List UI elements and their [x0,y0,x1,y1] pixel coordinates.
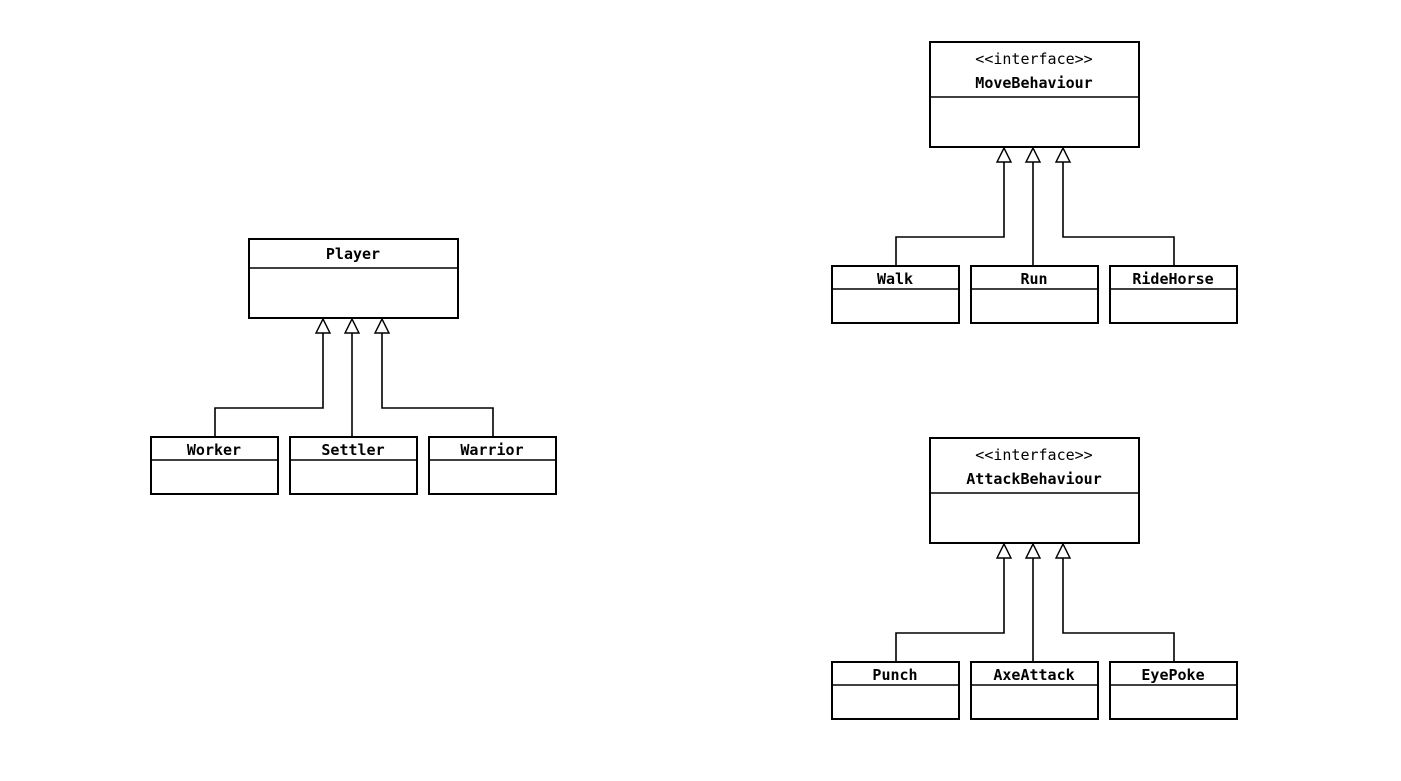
class-name-axe-attack: AxeAttack [993,666,1074,684]
class-worker[interactable]: Worker [150,436,279,495]
class-name-attack-behaviour: AttackBehaviour [966,470,1101,488]
class-axe-attack[interactable]: AxeAttack [970,661,1099,720]
inheritance-arrowhead-icon [1024,542,1042,559]
inheritance-arrowhead-icon [995,542,1013,559]
realization-eye-poke-attack-behaviour [1054,542,1175,662]
inheritance-warrior-player [373,317,494,437]
realization-run-move-behaviour [1024,146,1042,266]
class-name-move-behaviour: MoveBehaviour [975,74,1092,92]
class-name-ride-horse: RideHorse [1132,270,1213,288]
class-name-warrior: Warrior [460,441,523,459]
inheritance-arrowhead-icon [343,317,361,334]
class-name-player: Player [326,245,380,263]
class-ride-horse[interactable]: RideHorse [1109,265,1238,324]
inheritance-arrowhead-icon [1024,146,1042,163]
class-settler[interactable]: Settler [289,436,418,495]
class-walk[interactable]: Walk [831,265,960,324]
class-name-punch: Punch [872,666,917,684]
class-name-eye-poke: EyePoke [1141,666,1204,684]
inheritance-arrowhead-icon [995,146,1013,163]
realization-punch-attack-behaviour [895,542,1013,662]
class-run[interactable]: Run [970,265,1099,324]
class-punch[interactable]: Punch [831,661,960,720]
inheritance-arrowhead-icon [1054,542,1072,559]
realization-axe-attack-attack-behaviour [1024,542,1042,662]
class-name-worker: Worker [187,441,241,459]
class-eye-poke[interactable]: EyePoke [1109,661,1238,720]
inheritance-arrowhead-icon [373,317,391,334]
class-name-settler: Settler [321,441,384,459]
class-player[interactable]: Player [248,238,459,319]
inheritance-arrowhead-icon [1054,146,1072,163]
inheritance-arrowhead-icon [314,317,332,334]
interface-attack-behaviour[interactable]: <<interface>> AttackBehaviour [929,437,1140,544]
inheritance-settler-player [343,317,361,437]
realization-ride-horse-move-behaviour [1054,146,1175,266]
class-warrior[interactable]: Warrior [428,436,557,495]
class-name-run: Run [1020,270,1047,288]
class-name-walk: Walk [877,270,913,288]
stereotype-label: <<interface>> [975,446,1092,464]
inheritance-worker-player [214,317,332,437]
stereotype-label: <<interface>> [975,50,1092,68]
realization-walk-move-behaviour [895,146,1013,266]
interface-move-behaviour[interactable]: <<interface>> MoveBehaviour [929,41,1140,148]
